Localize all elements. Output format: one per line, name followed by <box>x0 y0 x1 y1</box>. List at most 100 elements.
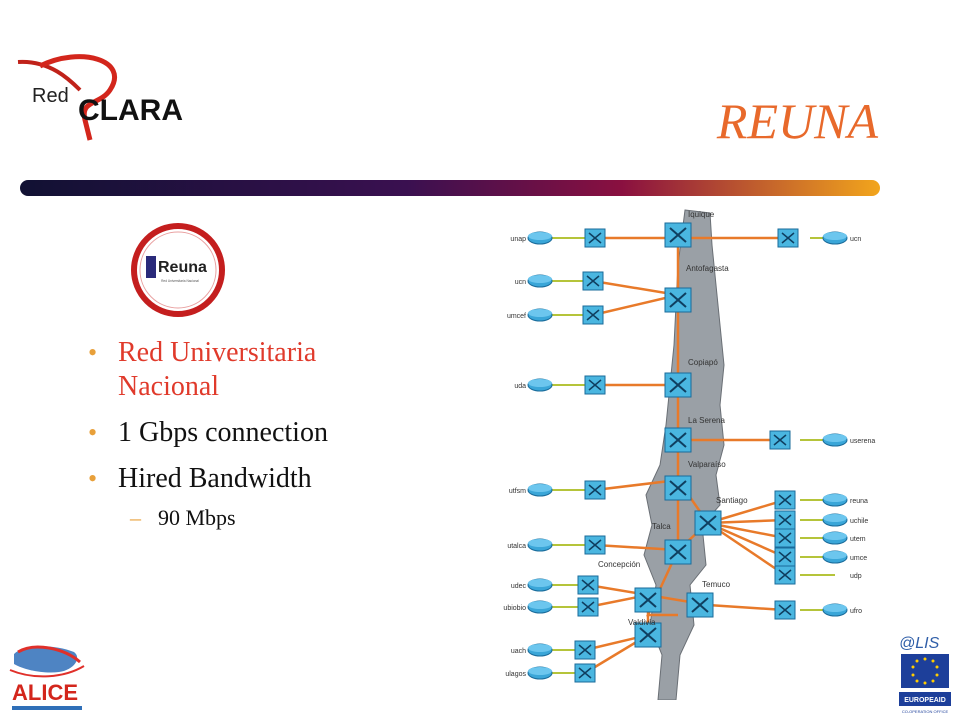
router-icon <box>527 643 553 657</box>
reuna-logo-text: Reuna <box>158 259 207 276</box>
core-switch-icon <box>664 222 692 248</box>
router-icon <box>527 308 553 322</box>
core-switch-icon <box>664 475 692 501</box>
switch-icon <box>577 575 599 595</box>
core-switch-icon <box>664 539 692 565</box>
bullet-dot-icon: • <box>88 464 98 493</box>
reuna-logo-subtext: Red Universitaria Nacional <box>161 279 199 283</box>
core-switch-icon <box>694 510 722 536</box>
site-label: reuna <box>850 498 868 505</box>
alice-text: ALICE <box>12 680 78 705</box>
switch-icon <box>584 375 606 395</box>
city-label: Santiago <box>716 496 748 505</box>
sub-bullet-item: – 90 Mbps <box>88 504 408 532</box>
site-label: umce <box>850 555 867 562</box>
city-label: Antofagasta <box>686 264 729 273</box>
site-label: utem <box>850 536 866 543</box>
city-label: La Serena <box>688 416 725 425</box>
bullet-text: Hired Bandwidth <box>118 463 312 494</box>
switch-icon <box>769 430 791 450</box>
bullet-dot-icon: • <box>88 418 98 447</box>
site-label: ufro <box>850 608 862 615</box>
city-label: Valdivia <box>628 618 656 627</box>
switch-icon <box>774 547 796 567</box>
site-label: ulagos <box>505 671 526 678</box>
city-label: Valparaíso <box>688 460 726 469</box>
core-switch-icon <box>664 427 692 453</box>
alice-logo: ALICE <box>9 645 85 710</box>
core-switch-icon <box>634 587 662 613</box>
site-label: ucn <box>515 279 526 286</box>
switch-icon <box>584 228 606 248</box>
logo-red-text: Red <box>32 85 69 107</box>
city-label: Talca <box>652 522 671 531</box>
router-icon <box>527 231 553 245</box>
router-icon <box>822 231 848 245</box>
site-label: uchile <box>850 518 868 525</box>
site-label: udec <box>511 583 527 590</box>
router-icon <box>822 550 848 564</box>
switch-icon <box>774 565 796 585</box>
bullet-dot-icon: • <box>88 338 98 367</box>
site-label: utfsm <box>509 488 526 495</box>
router-icon <box>822 513 848 527</box>
alis-text: @LIS <box>899 635 940 652</box>
site-label: ubiobio <box>503 605 526 612</box>
switch-icon <box>574 640 596 660</box>
bullet-item: • 1 Gbps connection <box>88 416 408 450</box>
redclara-logo: Red CLARA <box>17 54 183 141</box>
router-icon <box>527 483 553 497</box>
site-label: userena <box>850 438 875 445</box>
switch-icon <box>582 305 604 325</box>
network-map: Iquique Antofagasta Copiapó La Serena Va… <box>503 209 875 700</box>
router-icon <box>527 666 553 680</box>
site-label: ucn <box>850 236 861 243</box>
europeaid-text: EUROPEAID <box>904 697 946 704</box>
bullet-list: • Red Universitaria Nacional • 1 Gbps co… <box>88 336 408 532</box>
bullet-item: • Red Universitaria Nacional <box>88 336 408 404</box>
city-label: Concepción <box>598 560 640 569</box>
core-switch-icon <box>664 287 692 313</box>
switch-icon <box>584 480 606 500</box>
switch-icon <box>777 228 799 248</box>
router-icon <box>822 493 848 507</box>
page-title: REUNA <box>716 93 878 149</box>
reuna-logo: Reuna Red Universitaria Nacional <box>131 223 225 317</box>
switch-icon <box>774 600 796 620</box>
router-icon <box>527 538 553 552</box>
router-icon <box>527 600 553 614</box>
site-label: uach <box>511 648 526 655</box>
sub-bullet-text: 90 Mbps <box>158 505 236 530</box>
logo-clara-text: CLARA <box>78 94 183 127</box>
switch-icon <box>577 597 599 617</box>
title-divider <box>20 180 880 196</box>
router-icon <box>822 531 848 545</box>
router-icon <box>527 378 553 392</box>
router-icon <box>527 274 553 288</box>
city-label: Copiapó <box>688 358 718 367</box>
bullet-text: 1 Gbps connection <box>118 417 328 448</box>
switch-icon <box>574 663 596 683</box>
router-icon <box>527 578 553 592</box>
router-icon <box>822 603 848 617</box>
switch-icon <box>582 271 604 291</box>
site-label: uda <box>514 383 526 390</box>
cooperation-text: CO-OPERATION OFFICE <box>902 709 949 714</box>
switch-icon <box>774 528 796 548</box>
switch-icon <box>584 535 606 555</box>
site-label: utalca <box>507 543 526 550</box>
bullet-text: Red Universitaria Nacional <box>118 337 317 402</box>
city-label: Temuco <box>702 580 731 589</box>
eu-logo: @LIS EUROPEAID CO-OPERATION OFFICE <box>899 635 951 714</box>
site-label: umcef <box>507 313 526 320</box>
city-label: Iquique <box>688 210 715 219</box>
site-label: unap <box>510 236 526 243</box>
switch-icon <box>774 490 796 510</box>
core-switch-icon <box>686 592 714 618</box>
router-icon <box>822 433 848 447</box>
core-switch-icon <box>664 372 692 398</box>
bullet-item: • Hired Bandwidth <box>88 462 408 496</box>
sub-bullet-dash-icon: – <box>130 505 141 530</box>
site-label: udp <box>850 573 862 580</box>
switch-icon <box>774 510 796 530</box>
